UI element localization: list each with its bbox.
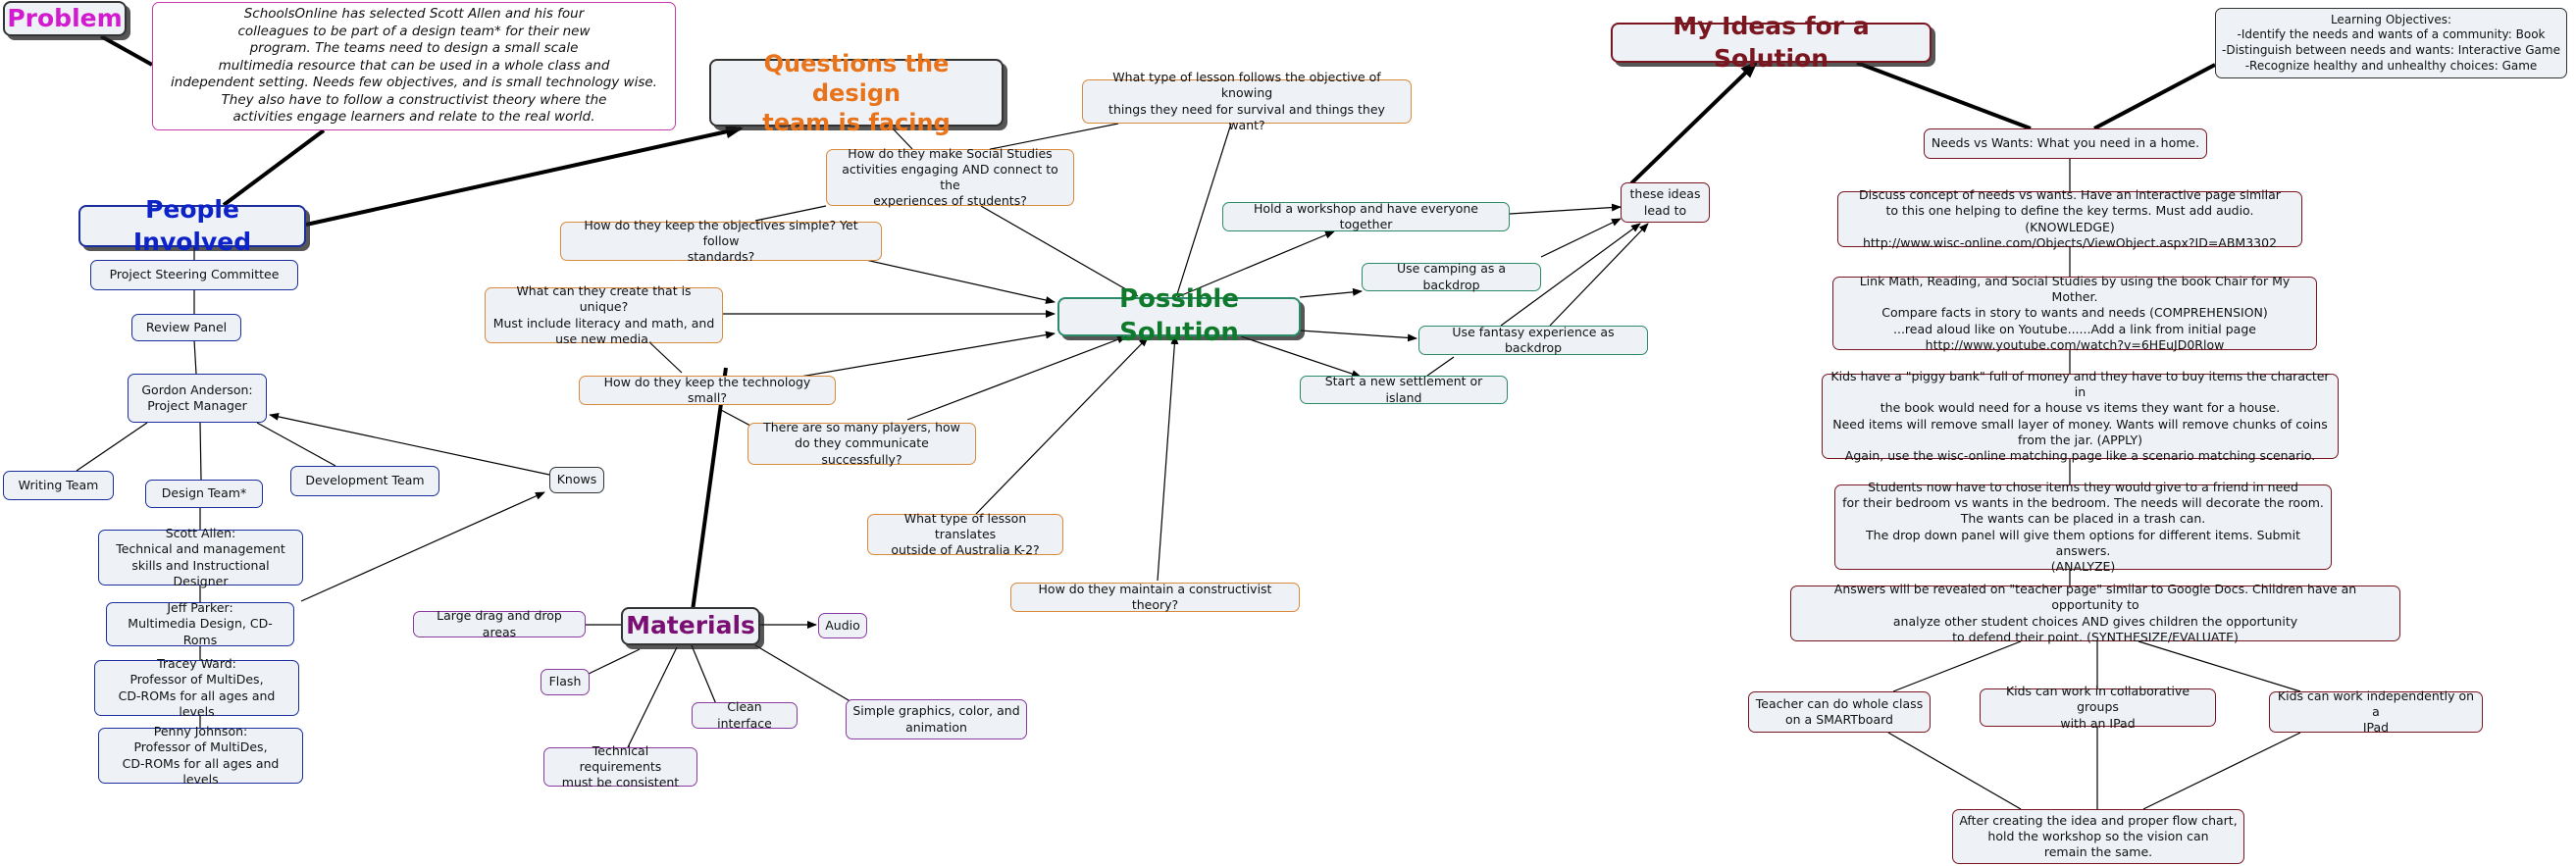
question-unique: What can they create that is unique? Mus… bbox=[485, 283, 723, 346]
question-objectives: How do they keep the objectives simple? … bbox=[560, 218, 882, 264]
writing-team: Writing Team bbox=[3, 471, 114, 500]
idea-students: Students now have to chose items they wo… bbox=[1834, 480, 2332, 574]
material-drag-drop: Large drag and drop areas bbox=[413, 608, 586, 639]
idea-collaborative-ipad: Kids can work in collaborative groups wi… bbox=[1980, 684, 2216, 731]
material-flash: Flash bbox=[541, 669, 590, 695]
scott-allen: Scott Allen: Technical and management sk… bbox=[98, 526, 303, 588]
question-constructivist: How do they maintain a constructivist th… bbox=[1010, 582, 1300, 612]
material-simple-graphics: Simple graphics, color, and animation bbox=[846, 699, 1027, 739]
project-steering-committee: Project Steering Committee bbox=[90, 260, 298, 290]
question-australia: What type of lesson translates outside o… bbox=[867, 511, 1063, 557]
jeff-parker: Jeff Parker: Multimedia Design, CD-Roms bbox=[106, 600, 294, 647]
questions-title: Questions the design team is facing bbox=[709, 50, 1004, 136]
idea-independent-ipad: Kids can work independently on a IPad bbox=[2269, 688, 2483, 735]
people-involved-title: People Involved bbox=[78, 195, 306, 256]
materials-title: Materials bbox=[621, 607, 760, 645]
knows-label: Knows bbox=[549, 467, 604, 493]
solution-settlement: Start a new settlement or island bbox=[1300, 374, 1508, 405]
material-clean-interface: Clean interface bbox=[692, 699, 798, 731]
question-lesson-type: What type of lesson follows the objectiv… bbox=[1082, 70, 1412, 132]
material-technical-requirements: Technical requirements must be consisten… bbox=[543, 743, 697, 790]
question-technology: How do they keep the technology small? bbox=[579, 375, 836, 405]
penny-johnson: Penny Johnson: Professor of MultiDes, CD… bbox=[98, 724, 303, 787]
my-ideas-title: My Ideas for a Solution bbox=[1611, 12, 1932, 73]
solution-fantasy: Use fantasy experience as backdrop bbox=[1418, 325, 1648, 355]
review-panel: Review Panel bbox=[131, 314, 241, 341]
development-team: Development Team bbox=[290, 466, 439, 496]
idea-piggy-bank: Kids have a "piggy bank" full of money a… bbox=[1822, 369, 2339, 463]
gordon-anderson-project-manager: Gordon Anderson: Project Manager bbox=[128, 374, 267, 423]
idea-discuss: Discuss concept of needs vs wants. Have … bbox=[1837, 187, 2302, 250]
these-ideas-lead-to: these ideas lead to bbox=[1621, 182, 1710, 223]
tracey-ward: Tracey Ward: Professor of MultiDes, CD-R… bbox=[94, 656, 299, 719]
idea-answers: Answers will be revealed on "teacher pag… bbox=[1790, 582, 2400, 644]
needs-vs-wants: Needs vs Wants: What you need in a home. bbox=[1924, 128, 2207, 159]
problem-title: Problem bbox=[3, 1, 127, 36]
idea-teacher-smartboard: Teacher can do whole class on a SMARTboa… bbox=[1748, 691, 1931, 733]
question-engaging: How do they make Social Studies activiti… bbox=[826, 146, 1074, 208]
material-audio: Audio bbox=[818, 613, 867, 638]
learning-objectives: Learning Objectives: -Identify the needs… bbox=[2215, 8, 2567, 78]
problem-description: SchoolsOnline has selected Scott Allen a… bbox=[152, 2, 676, 130]
question-players: There are so many players, how do they c… bbox=[747, 420, 976, 467]
solution-camping: Use camping as a backdrop bbox=[1362, 261, 1541, 292]
idea-link-math: Link Math, Reading, and Social Studies b… bbox=[1832, 274, 2317, 352]
design-team: Design Team* bbox=[145, 480, 263, 508]
possible-solution-title: Possible Solution bbox=[1057, 284, 1301, 347]
idea-after-workshop: After creating the idea and proper flow … bbox=[1952, 809, 2244, 864]
solution-workshop: Hold a workshop and have everyone togeth… bbox=[1222, 201, 1510, 231]
